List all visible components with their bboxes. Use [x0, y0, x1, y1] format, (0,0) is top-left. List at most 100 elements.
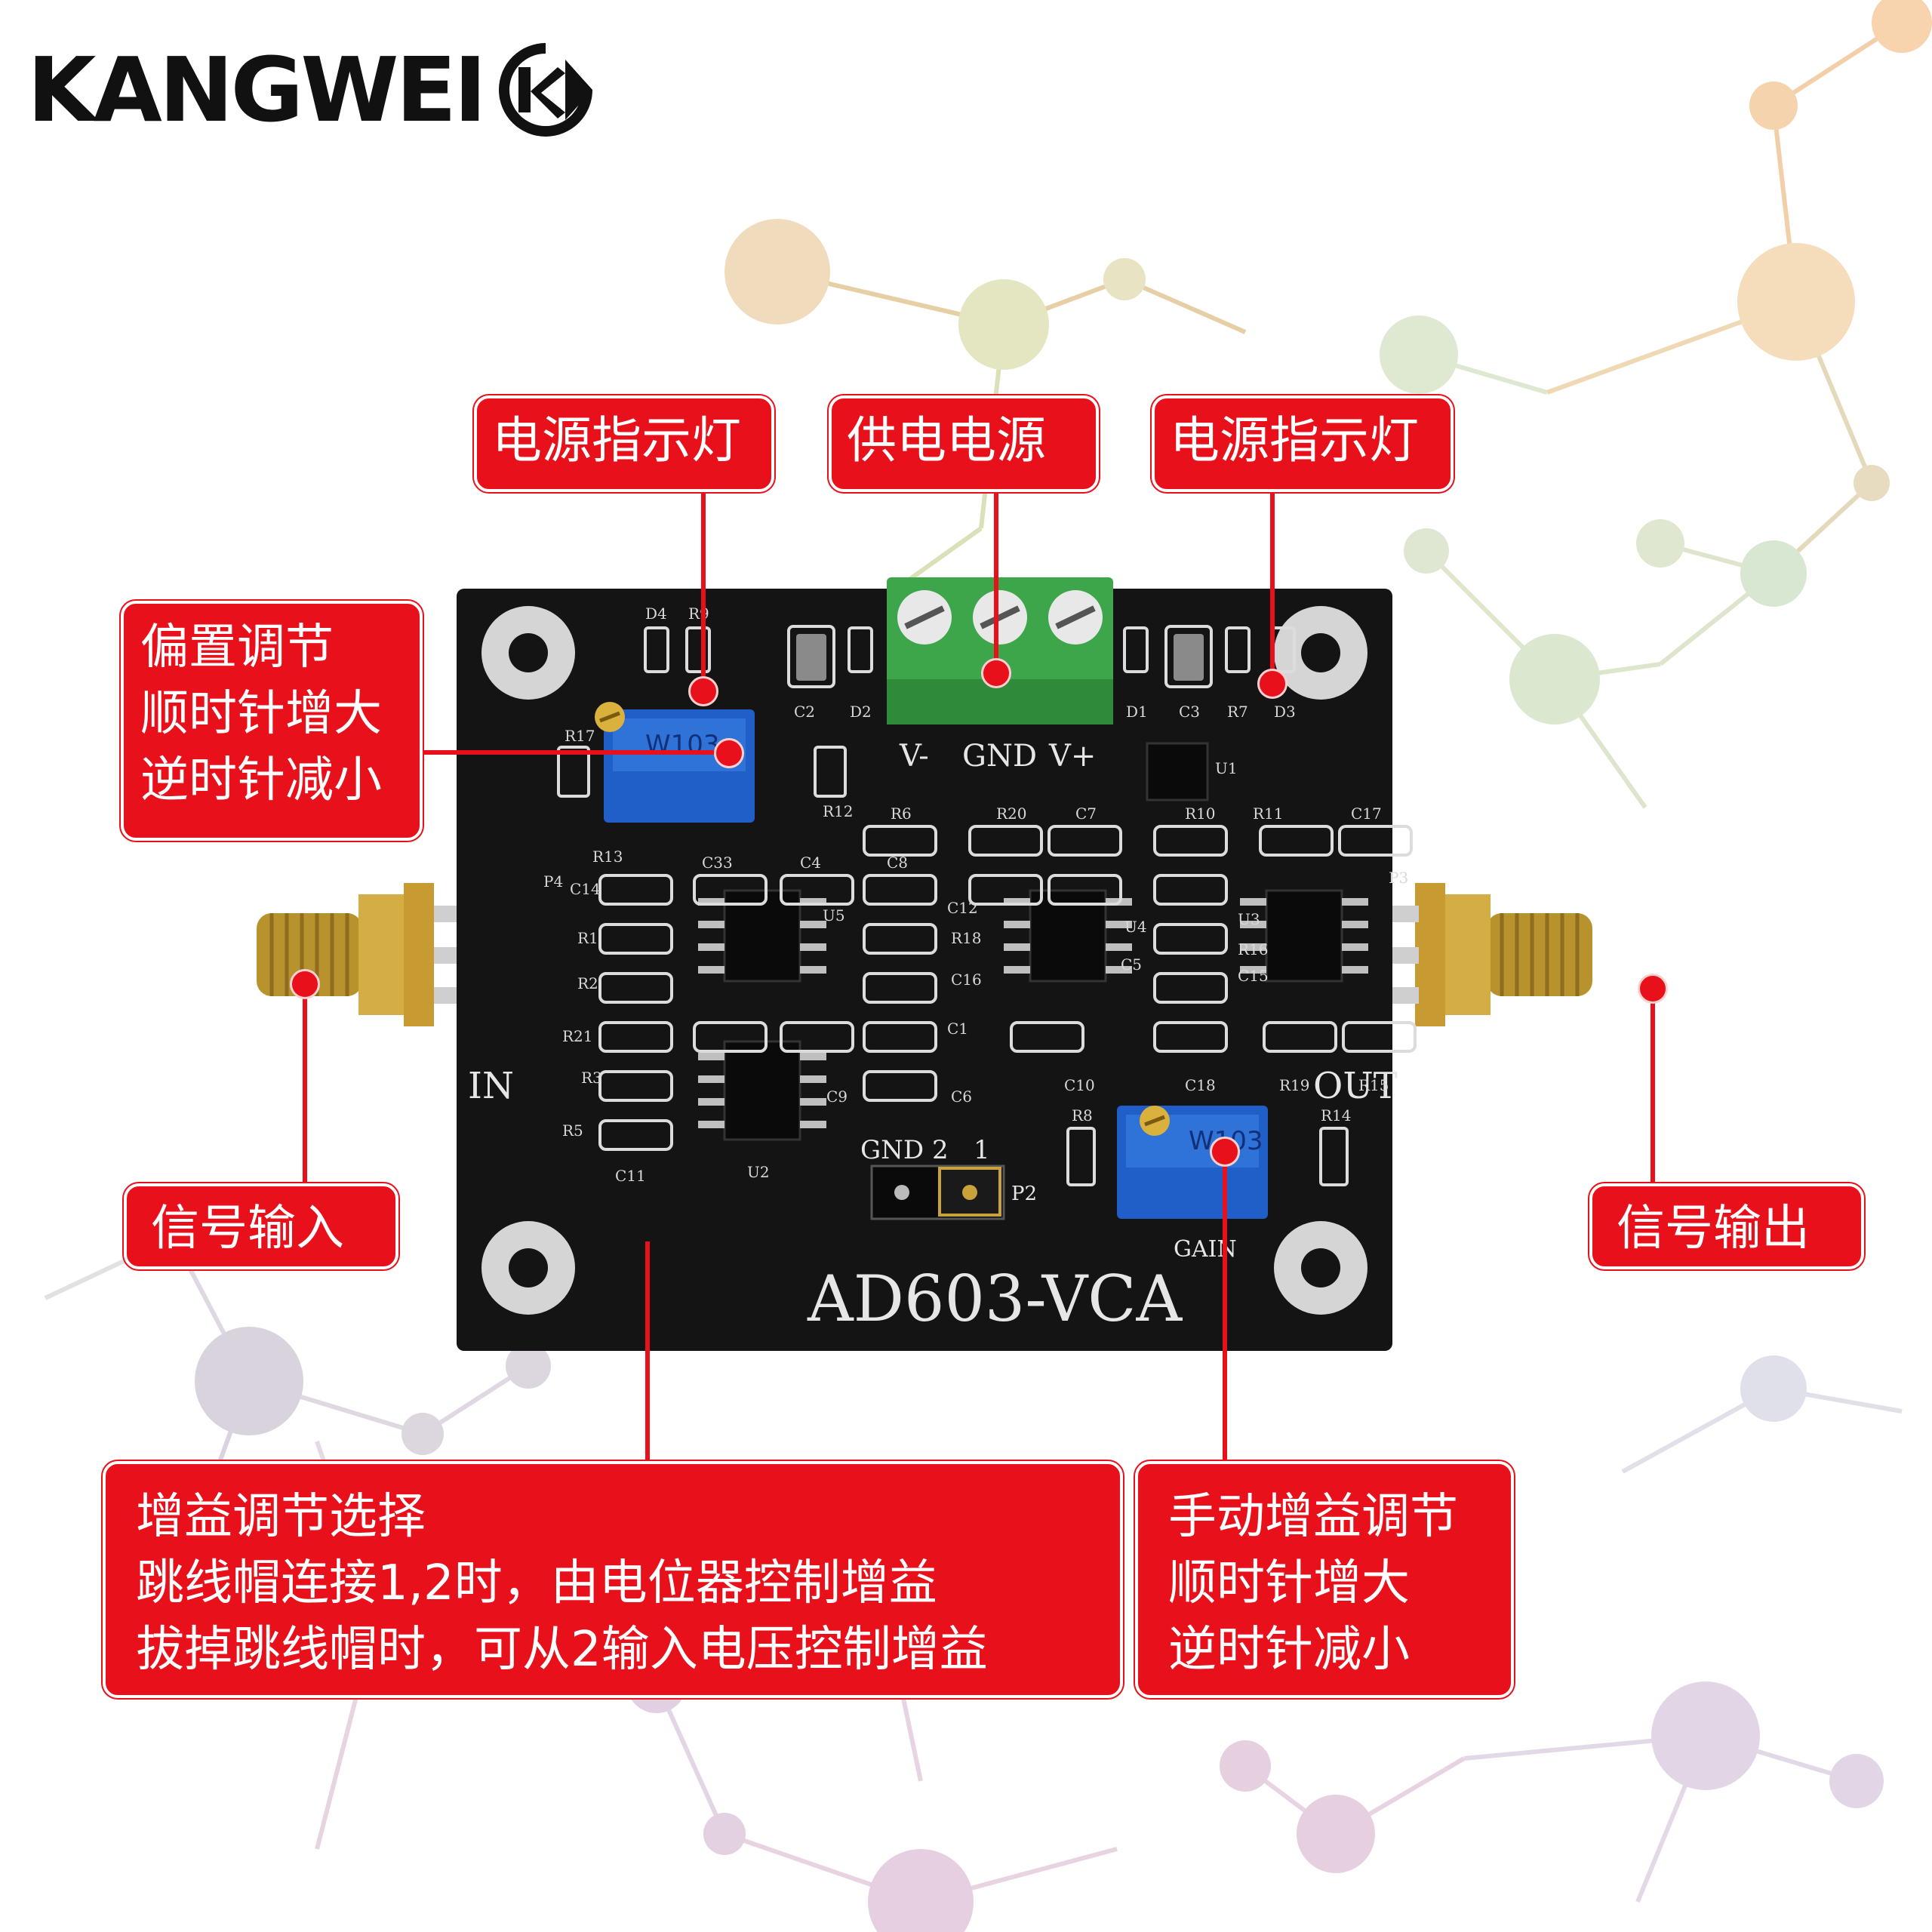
- callout-signal-out: 信号输出: [1589, 1183, 1864, 1269]
- callout-text: 手动增益调节: [1168, 1489, 1458, 1545]
- leader-signal-in: [303, 981, 307, 1185]
- ref-designator: C4: [800, 854, 821, 872]
- gain-label: GAIN: [1174, 1236, 1237, 1263]
- ref-designator: R13: [592, 848, 623, 866]
- ref-designator: D3: [1274, 703, 1296, 721]
- ref-designator: R18: [951, 929, 982, 947]
- callout-text: 电源指示灯: [492, 411, 741, 469]
- ref-designator: R21: [562, 1027, 593, 1045]
- ref-designator: C16: [951, 971, 982, 989]
- ref-designator: C17: [1351, 804, 1382, 823]
- callout-text: 增益调节选择: [136, 1489, 426, 1545]
- ref-designator: C12: [947, 899, 978, 917]
- leader-signal-out: [1651, 986, 1655, 1185]
- brand-badge-icon: [499, 43, 593, 137]
- ref-designator: P3: [1389, 869, 1408, 887]
- callout-signal-in: 信号输入: [124, 1183, 398, 1269]
- leader-gain-select: [645, 1241, 650, 1464]
- callout-text: 逆时针减小: [1168, 1622, 1410, 1678]
- ref-designator: D2: [850, 703, 872, 721]
- ref-designator: C1: [947, 1020, 968, 1038]
- ref-designator: C5: [1121, 955, 1142, 974]
- label-port-in: IN: [468, 1065, 514, 1107]
- callout-text: 信号输出: [1617, 1201, 1810, 1257]
- ic-u3: [1265, 889, 1343, 983]
- ic-u1: [1146, 742, 1209, 801]
- callout-text: 电源指示灯: [1170, 411, 1419, 469]
- brand-logo: KANGWEI: [27, 33, 598, 146]
- ref-designator: U3: [1238, 910, 1260, 928]
- ref-designator: R16: [1238, 940, 1269, 958]
- jumper-label-pin2: 2: [932, 1135, 949, 1165]
- ref-designator: R10: [1185, 804, 1216, 823]
- ref-designator: C9: [826, 1088, 848, 1106]
- ic-u2: [723, 1040, 801, 1141]
- board-title: AD603-VCA: [807, 1262, 1183, 1336]
- ref-designator: C8: [887, 854, 908, 872]
- leader-dot: [688, 676, 718, 706]
- callout-text: 跳线帽连接1,2时，由电位器控制增益: [136, 1555, 937, 1611]
- ref-designator: U1: [1215, 759, 1238, 777]
- offset-pot-marking: W103: [645, 730, 720, 760]
- ref-designator: C10: [1064, 1076, 1095, 1094]
- leader-dot: [1257, 669, 1287, 699]
- callout-offset-adjust: 偏置调节 顺时针增大 逆时针减小: [121, 601, 423, 841]
- ref-designator: C7: [1075, 804, 1097, 823]
- terminal-label-vplus: V+: [1048, 739, 1096, 774]
- label-port-out: OUT: [1313, 1065, 1398, 1107]
- ref-designator: R20: [996, 804, 1027, 823]
- callout-text: 顺时针增大: [140, 686, 382, 742]
- callout-power-led-right: 电源指示灯: [1152, 395, 1454, 492]
- terminal-label-vminus: V-: [899, 739, 929, 774]
- callout-text: 信号输入: [151, 1201, 344, 1257]
- power-terminal-block: [887, 577, 1113, 724]
- callout-text: 供电电源: [847, 411, 1046, 469]
- callout-text: 拔掉跳线帽时，可从2输入电压控制增益: [136, 1622, 988, 1678]
- ref-designator: C18: [1185, 1076, 1216, 1094]
- pcb-board: IN OUT V- GND V+ GND 2 1 P2 GAIN AD603-V…: [257, 577, 1592, 1351]
- ref-designator: R3: [581, 1069, 602, 1087]
- leader-power-supply: [994, 492, 998, 670]
- ref-designator: R17: [565, 727, 595, 745]
- callout-power-led-left: 电源指示灯: [474, 395, 774, 492]
- ref-designator: C11: [615, 1167, 646, 1185]
- ref-designator: R7: [1227, 703, 1248, 721]
- ref-designator: C3: [1179, 703, 1200, 721]
- jumper-label-gnd: GND: [860, 1135, 924, 1165]
- ref-designator: U2: [747, 1163, 770, 1181]
- jumper-label-pin1: 1: [974, 1135, 990, 1165]
- ref-designator: R6: [891, 804, 912, 823]
- leader-dot: [290, 969, 320, 999]
- jumper-label-ref: P2: [1011, 1183, 1037, 1205]
- leader-dot: [1638, 974, 1668, 1004]
- ref-designator: C33: [702, 854, 733, 872]
- leader-power-led-right: [1270, 492, 1275, 681]
- ref-designator: R14: [1321, 1106, 1352, 1124]
- ref-designator: C2: [794, 703, 815, 721]
- ref-designator: R2: [577, 974, 598, 992]
- ref-designator: R9: [688, 605, 709, 623]
- ref-designator: R5: [562, 1121, 583, 1140]
- ref-designator: C15: [1238, 967, 1269, 985]
- gain-potentiometer: [1117, 1106, 1268, 1219]
- callout-power-supply: 供电电源: [829, 395, 1099, 492]
- ref-designator: R8: [1072, 1106, 1093, 1124]
- callout-text: 偏置调节: [140, 620, 334, 675]
- leader-dot: [714, 738, 744, 768]
- callout-text: 顺时针增大: [1168, 1555, 1410, 1611]
- callout-text: 逆时针减小: [140, 752, 382, 808]
- leader-power-led-left: [701, 492, 706, 690]
- leader-manual-gain: [1223, 1147, 1227, 1464]
- ref-designator: R19: [1279, 1076, 1310, 1094]
- ref-designator: U5: [823, 906, 845, 924]
- ref-designator: U4: [1124, 918, 1147, 936]
- ref-designator: C14: [570, 880, 601, 898]
- brand-wordmark: KANGWEI: [27, 38, 487, 142]
- leader-dot: [981, 658, 1011, 688]
- callout-manual-gain: 手动增益调节 顺时针增大 逆时针减小: [1135, 1461, 1514, 1698]
- callout-gain-select: 增益调节选择 跳线帽连接1,2时，由电位器控制增益 拔掉跳线帽时，可从2输入电压…: [103, 1461, 1123, 1698]
- ref-designator: R1: [577, 929, 598, 947]
- sma-connector-out: [1321, 883, 1592, 1026]
- ref-designator: P4: [543, 872, 563, 891]
- ref-designator: D4: [645, 605, 667, 623]
